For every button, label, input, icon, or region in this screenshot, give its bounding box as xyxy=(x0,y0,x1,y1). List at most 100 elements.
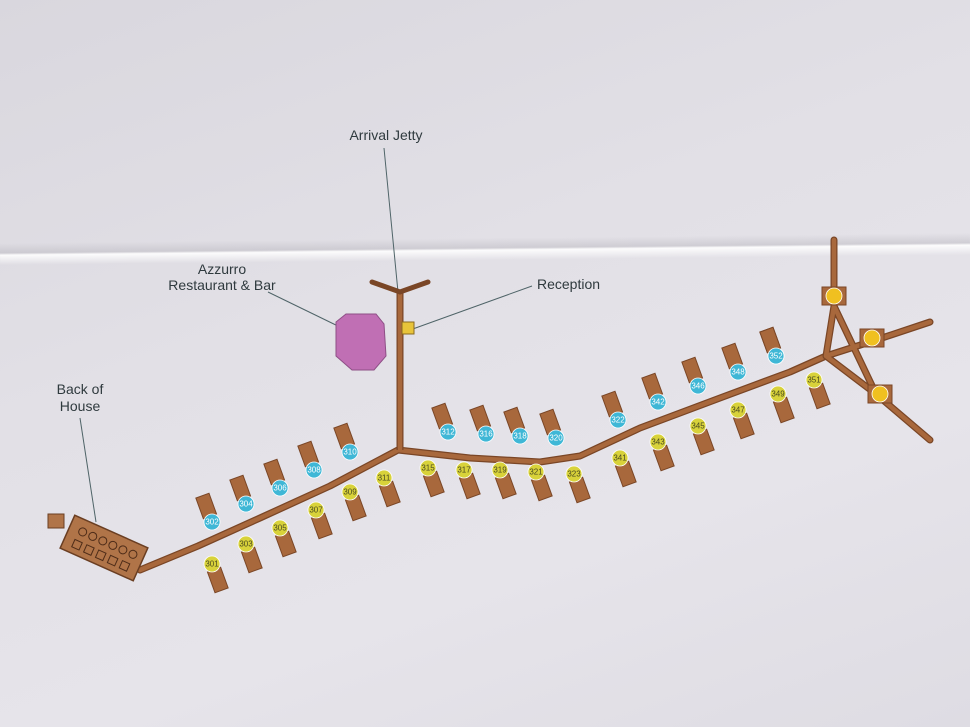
villa-319: 319 xyxy=(491,461,517,500)
villa-number: 319 xyxy=(493,466,507,475)
villa-322: 322 xyxy=(601,390,627,429)
reception-leader xyxy=(409,285,533,331)
reception-building xyxy=(401,321,415,335)
villa-304: 304 xyxy=(229,474,255,513)
villa-number: 315 xyxy=(421,464,435,473)
back-of-house-detail xyxy=(78,527,88,537)
jetty-head xyxy=(369,279,431,295)
restaurant-label-line1: Azzurro xyxy=(198,261,246,277)
villa-marker xyxy=(649,433,667,451)
villa-306: 306 xyxy=(263,458,289,497)
villa-303: 303 xyxy=(237,535,263,574)
villa-marker xyxy=(547,429,565,447)
villa-marker xyxy=(609,411,627,429)
villa-351: 351 xyxy=(805,371,831,410)
main-walkway xyxy=(137,353,829,573)
villa-316: 316 xyxy=(469,404,495,443)
villa-marker xyxy=(271,479,289,497)
villa-marker xyxy=(729,401,747,419)
villa-marker xyxy=(767,347,785,365)
villa-marker xyxy=(729,363,747,381)
villa-345: 345 xyxy=(689,417,715,456)
villa-number: 352 xyxy=(769,352,783,361)
back-of-house-label-line2: House xyxy=(60,398,101,414)
villa-number: 312 xyxy=(441,428,455,437)
villa-302: 302 xyxy=(195,492,221,531)
villa-number: 345 xyxy=(691,422,705,431)
villa-marker xyxy=(237,535,255,553)
villa-349: 349 xyxy=(769,385,795,424)
villa-346: 346 xyxy=(681,356,707,395)
back-of-house-detail xyxy=(82,544,95,556)
back-of-house-detail xyxy=(106,554,119,567)
restaurant-label-line2: Restaurant & Bar xyxy=(168,277,276,293)
villa-number: 310 xyxy=(343,448,357,457)
villa-marker xyxy=(203,555,221,573)
villa-305: 305 xyxy=(271,519,297,558)
suite-marker xyxy=(863,329,881,347)
villa-marker xyxy=(649,393,667,411)
villa-321: 321 xyxy=(527,463,553,502)
villa-347: 347 xyxy=(729,401,755,440)
restaurant-building xyxy=(335,313,387,371)
villa-315: 315 xyxy=(419,459,445,498)
villa-number: 305 xyxy=(273,524,287,533)
villa-number: 301 xyxy=(205,560,219,569)
restaurant-leader xyxy=(267,291,343,329)
villa-348: 348 xyxy=(721,342,747,381)
villa-number: 347 xyxy=(731,406,745,415)
villa-marker xyxy=(439,423,457,441)
villa-341: 341 xyxy=(611,449,637,488)
villa-number: 322 xyxy=(611,416,625,425)
villa-marker xyxy=(805,371,823,389)
villa-320: 320 xyxy=(539,408,565,447)
villa-marker xyxy=(419,459,437,477)
villa-343: 343 xyxy=(649,433,675,472)
east-walkway xyxy=(823,237,933,443)
villa-number: 320 xyxy=(549,434,563,443)
walkways xyxy=(136,236,934,574)
villa-marker xyxy=(307,501,325,519)
villa-marker xyxy=(305,461,323,479)
villa-marker xyxy=(527,463,545,481)
villa-307: 307 xyxy=(307,501,333,540)
villa-marker xyxy=(455,461,473,479)
back-of-house-detail xyxy=(128,549,138,559)
villa-317: 317 xyxy=(455,461,481,500)
villa-number: 323 xyxy=(567,470,581,479)
suite-marker xyxy=(871,385,889,403)
villa-number: 311 xyxy=(378,474,391,483)
reception-label: Reception xyxy=(537,276,600,292)
villa-marker xyxy=(689,377,707,395)
back-of-house-detail xyxy=(118,545,128,555)
suite-2 xyxy=(859,328,885,348)
villa-318: 318 xyxy=(503,406,529,445)
suite-3 xyxy=(867,384,893,404)
back-of-house-building xyxy=(59,514,149,582)
villa-number: 318 xyxy=(513,432,527,441)
villa-352: 352 xyxy=(759,326,785,365)
back-of-house-detail xyxy=(88,531,98,541)
villa-marker xyxy=(237,495,255,513)
villa-number: 309 xyxy=(343,488,357,497)
villa-342: 342 xyxy=(641,372,667,411)
back-of-house-detail xyxy=(118,559,131,572)
villa-marker xyxy=(341,483,359,501)
villa-marker xyxy=(689,417,707,435)
back-of-house-block xyxy=(59,514,149,582)
villas: 302 304 306 308 310 312 316 318 320 322 342 346 348 3… xyxy=(195,286,893,594)
villa-number: 348 xyxy=(731,368,745,377)
villa-marker xyxy=(611,449,629,467)
suite-1 xyxy=(821,286,847,306)
back-of-house-detail xyxy=(98,536,108,546)
villa-301: 301 xyxy=(203,555,229,594)
facilities xyxy=(47,313,415,582)
villa-312: 312 xyxy=(431,402,457,441)
villa-marker xyxy=(511,427,529,445)
villa-308: 308 xyxy=(297,440,323,479)
back-of-house-label-line1: Back of xyxy=(57,381,104,397)
leader-lines xyxy=(79,147,533,523)
villa-309: 309 xyxy=(341,483,367,522)
villa-number: 316 xyxy=(479,430,493,439)
